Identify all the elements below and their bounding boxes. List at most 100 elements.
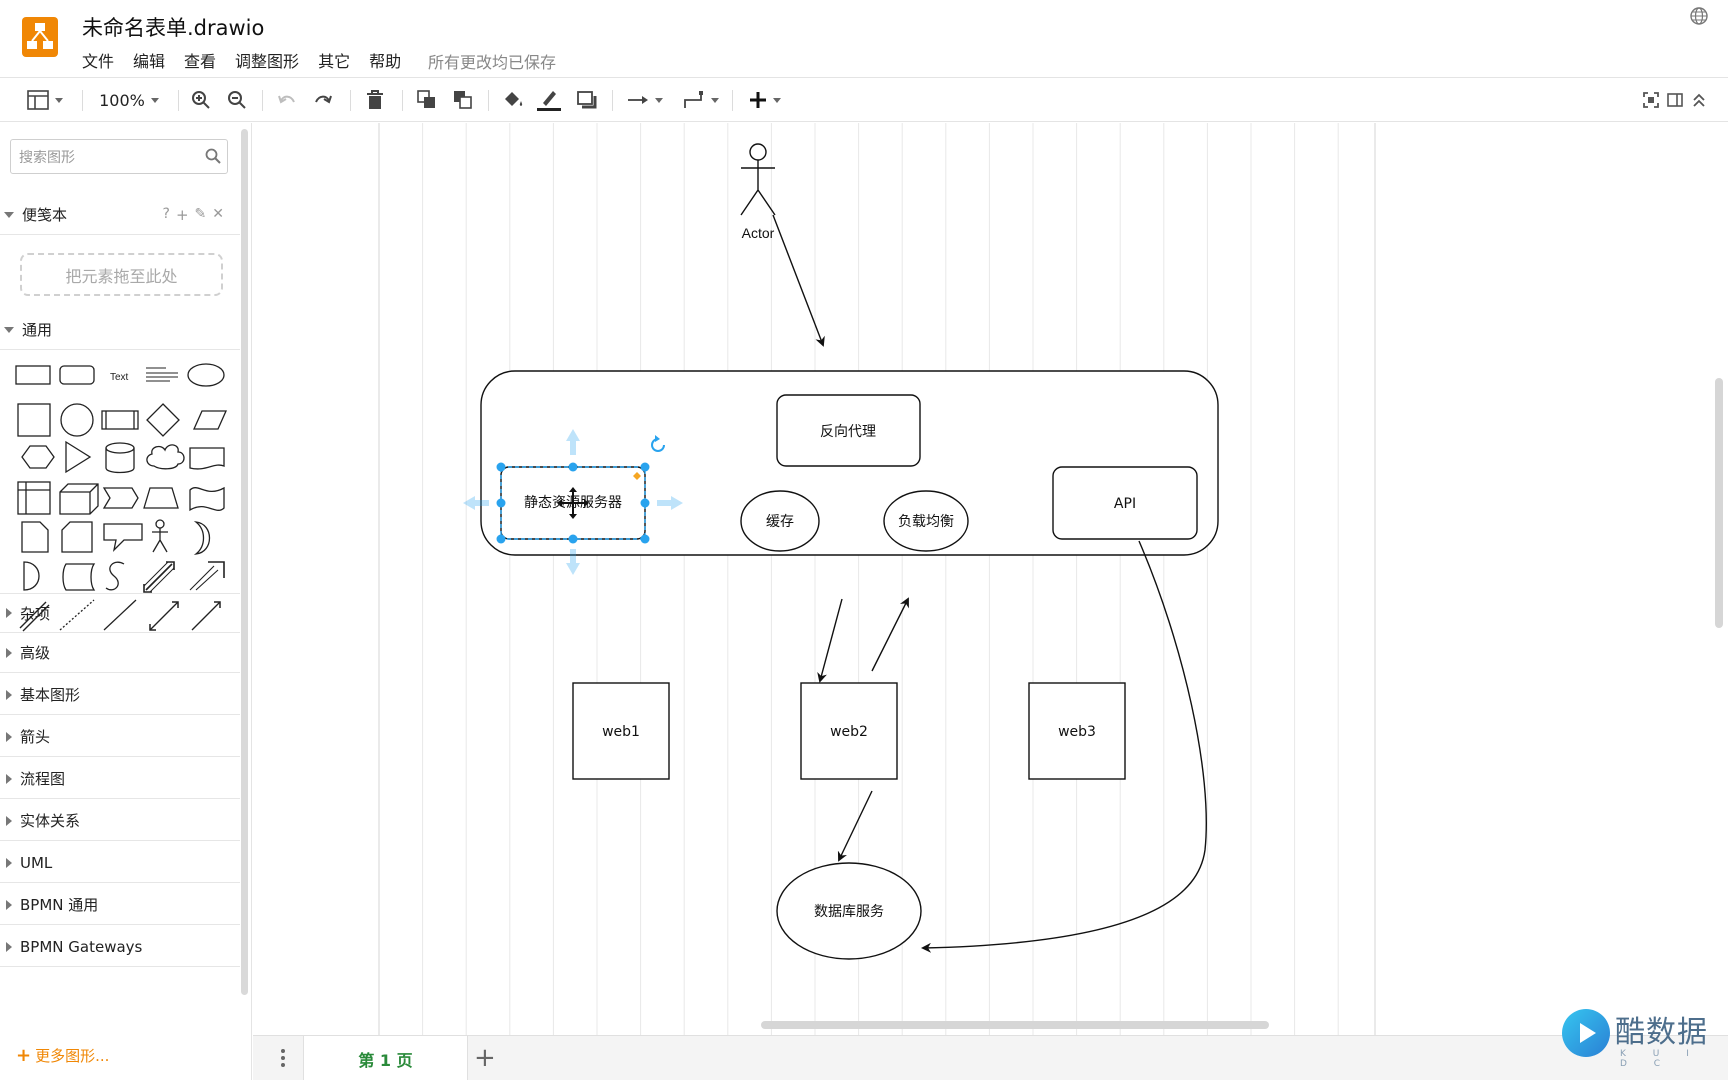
shape-or[interactable] bbox=[193, 521, 210, 555]
load-balancer-node[interactable] bbox=[883, 490, 969, 552]
shape-delay[interactable] bbox=[23, 561, 40, 591]
web2-node[interactable] bbox=[800, 682, 898, 780]
cache-node[interactable] bbox=[740, 490, 820, 552]
shape-arrow[interactable] bbox=[189, 561, 225, 591]
zoom-in-button[interactable] bbox=[188, 87, 214, 113]
shape-cloud[interactable] bbox=[146, 444, 185, 470]
database-node[interactable] bbox=[776, 862, 922, 960]
edge-container-to-web2[interactable] bbox=[817, 598, 843, 683]
section-advanced[interactable]: 高级 bbox=[0, 633, 240, 673]
shape-ellipse[interactable] bbox=[187, 363, 225, 387]
page-tab-1[interactable]: 第 1 页 bbox=[303, 1036, 468, 1080]
shape-tape[interactable] bbox=[189, 486, 225, 512]
shape-cube[interactable] bbox=[59, 483, 99, 515]
edge-web2-to-database[interactable] bbox=[837, 790, 873, 862]
edge-web2-to-container[interactable] bbox=[871, 597, 909, 672]
style-handle-icon[interactable] bbox=[633, 472, 641, 480]
shape-line[interactable] bbox=[103, 599, 137, 631]
more-shapes-button[interactable]: + 更多图形... bbox=[16, 1045, 109, 1066]
shape-actor[interactable] bbox=[152, 519, 168, 553]
shape-process[interactable] bbox=[101, 410, 139, 430]
section-misc[interactable]: 杂项 bbox=[0, 593, 240, 633]
section-uml[interactable]: UML bbox=[0, 843, 240, 883]
search-icon[interactable] bbox=[205, 148, 221, 164]
shape-callout[interactable] bbox=[103, 523, 143, 552]
redo-button[interactable] bbox=[310, 87, 336, 113]
section-bpmn-gateways[interactable]: BPMN Gateways bbox=[0, 927, 240, 967]
shape-trapezoid[interactable] bbox=[143, 487, 179, 509]
edge-api-to-database[interactable] bbox=[921, 540, 1207, 953]
scratchpad-help-icon[interactable]: ? bbox=[162, 206, 170, 222]
rotate-handle-icon[interactable] bbox=[651, 438, 665, 452]
section-arrows[interactable]: 箭头 bbox=[0, 717, 240, 757]
scratchpad-header[interactable]: 便笺本 ? + ✎ ✕ bbox=[0, 195, 240, 235]
insert-button[interactable] bbox=[744, 87, 786, 113]
shape-rounded-rectangle[interactable] bbox=[59, 365, 95, 385]
menu-extras[interactable]: 其它 bbox=[318, 52, 351, 71]
reverse-proxy-node[interactable] bbox=[776, 394, 921, 467]
shape-dotted-line[interactable] bbox=[59, 599, 95, 631]
menu-file[interactable]: 文件 bbox=[82, 52, 115, 71]
shape-table[interactable] bbox=[17, 481, 51, 515]
shape-curve[interactable] bbox=[105, 561, 125, 591]
scratchpad-add-icon[interactable]: + bbox=[175, 206, 189, 224]
shape-hexagon[interactable] bbox=[21, 445, 55, 469]
collapse-toolbar-button[interactable] bbox=[1688, 87, 1710, 113]
zoom-out-button[interactable] bbox=[224, 87, 250, 113]
shape-bidirectional-connector[interactable] bbox=[149, 601, 179, 631]
web1-node[interactable] bbox=[572, 682, 670, 780]
waypoints-button[interactable] bbox=[680, 87, 722, 113]
shape-cylinder[interactable] bbox=[105, 442, 135, 474]
delete-button[interactable] bbox=[362, 87, 388, 113]
scratchpad-edit-icon[interactable]: ✎ bbox=[194, 206, 207, 222]
diagram-canvas[interactable]: Actor 反向代理 静态资源服务器 缓存 bbox=[253, 123, 1728, 1035]
shape-circle[interactable] bbox=[60, 403, 94, 437]
to-front-button[interactable] bbox=[414, 87, 440, 113]
web3-node[interactable] bbox=[1028, 682, 1126, 780]
section-entity-relation[interactable]: 实体关系 bbox=[0, 801, 240, 841]
menu-view[interactable]: 查看 bbox=[184, 52, 217, 71]
shape-double-line[interactable] bbox=[19, 601, 50, 632]
scratchpad-close-icon[interactable]: ✕ bbox=[212, 206, 224, 222]
shape-triangle[interactable] bbox=[65, 440, 92, 474]
section-bpmn-general[interactable]: BPMN 通用 bbox=[0, 885, 240, 925]
canvas-horizontal-scrollbar[interactable] bbox=[761, 1021, 1269, 1029]
fill-color-button[interactable] bbox=[500, 87, 526, 113]
section-flowchart[interactable]: 流程图 bbox=[0, 759, 240, 799]
shape-textbox[interactable] bbox=[146, 367, 178, 382]
shape-search-input[interactable] bbox=[19, 146, 199, 168]
shape-parallelogram[interactable] bbox=[192, 410, 228, 430]
hover-arrows[interactable] bbox=[463, 429, 683, 575]
fullscreen-button[interactable] bbox=[1640, 87, 1662, 113]
shape-note[interactable] bbox=[21, 521, 49, 553]
line-color-button[interactable] bbox=[536, 87, 562, 113]
shape-bidirectional-arrow[interactable] bbox=[143, 561, 175, 593]
shape-step[interactable] bbox=[102, 487, 139, 509]
language-globe-icon[interactable] bbox=[1689, 6, 1709, 26]
api-node[interactable] bbox=[1052, 466, 1198, 540]
shape-square[interactable] bbox=[17, 403, 51, 437]
connection-style-button[interactable] bbox=[624, 87, 666, 113]
shape-diamond[interactable] bbox=[146, 403, 180, 437]
to-back-button[interactable] bbox=[450, 87, 476, 113]
menu-help[interactable]: 帮助 bbox=[369, 52, 402, 71]
general-header[interactable]: 通用 bbox=[0, 310, 240, 350]
undo-button[interactable] bbox=[274, 87, 300, 113]
actor-shape[interactable] bbox=[740, 143, 776, 216]
zoom-select[interactable]: 100% bbox=[94, 87, 164, 113]
shape-data-storage[interactable] bbox=[62, 563, 96, 591]
sidebar-scrollbar[interactable] bbox=[241, 129, 248, 995]
menu-arrange[interactable]: 调整图形 bbox=[235, 52, 300, 71]
scratchpad-drop-zone[interactable]: 把元素拖至此处 bbox=[20, 253, 223, 296]
shadow-button[interactable] bbox=[574, 87, 600, 113]
edge-actor-to-container[interactable] bbox=[772, 214, 825, 347]
menu-edit[interactable]: 编辑 bbox=[133, 52, 166, 71]
shape-directional-connector[interactable] bbox=[191, 601, 221, 631]
shape-document[interactable] bbox=[189, 447, 225, 470]
document-title[interactable]: 未命名表单.drawio bbox=[82, 16, 265, 40]
selection-handles[interactable] bbox=[496, 462, 650, 544]
format-panel-button[interactable] bbox=[24, 87, 66, 113]
shape-rectangle[interactable] bbox=[15, 365, 51, 385]
toggle-format-panel-button[interactable] bbox=[1664, 87, 1686, 113]
shape-text[interactable]: Text bbox=[110, 372, 129, 383]
